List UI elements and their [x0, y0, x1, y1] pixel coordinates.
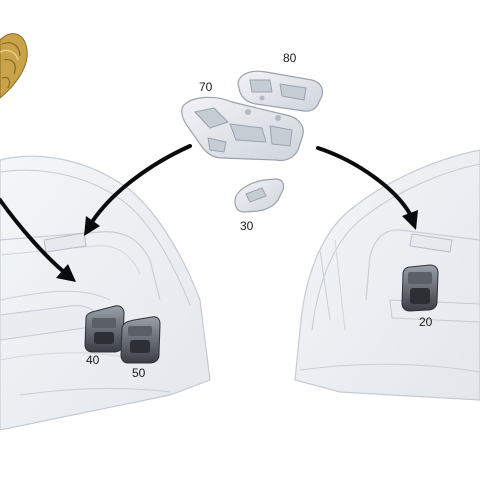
arrow-from-harness [0, 198, 76, 282]
switch-50 [120, 316, 161, 364]
switch-40 [84, 305, 125, 353]
seat-module-70 [181, 96, 304, 162]
callout-70: 70 [199, 80, 213, 94]
seat-module-80 [237, 70, 324, 112]
callout-20: 20 [419, 315, 433, 329]
arrow-to-left-door [84, 144, 192, 236]
right-door-panel [294, 149, 480, 401]
callout-50: 50 [132, 366, 146, 380]
wiring-harness [0, 33, 28, 99]
callout-80: 80 [283, 51, 297, 65]
left-door-panel [0, 155, 211, 431]
arrow-to-right-door [316, 146, 418, 230]
callout-30: 30 [240, 219, 254, 233]
module-30 [234, 178, 285, 213]
callout-40: 40 [86, 353, 100, 367]
switch-20 [401, 264, 439, 312]
